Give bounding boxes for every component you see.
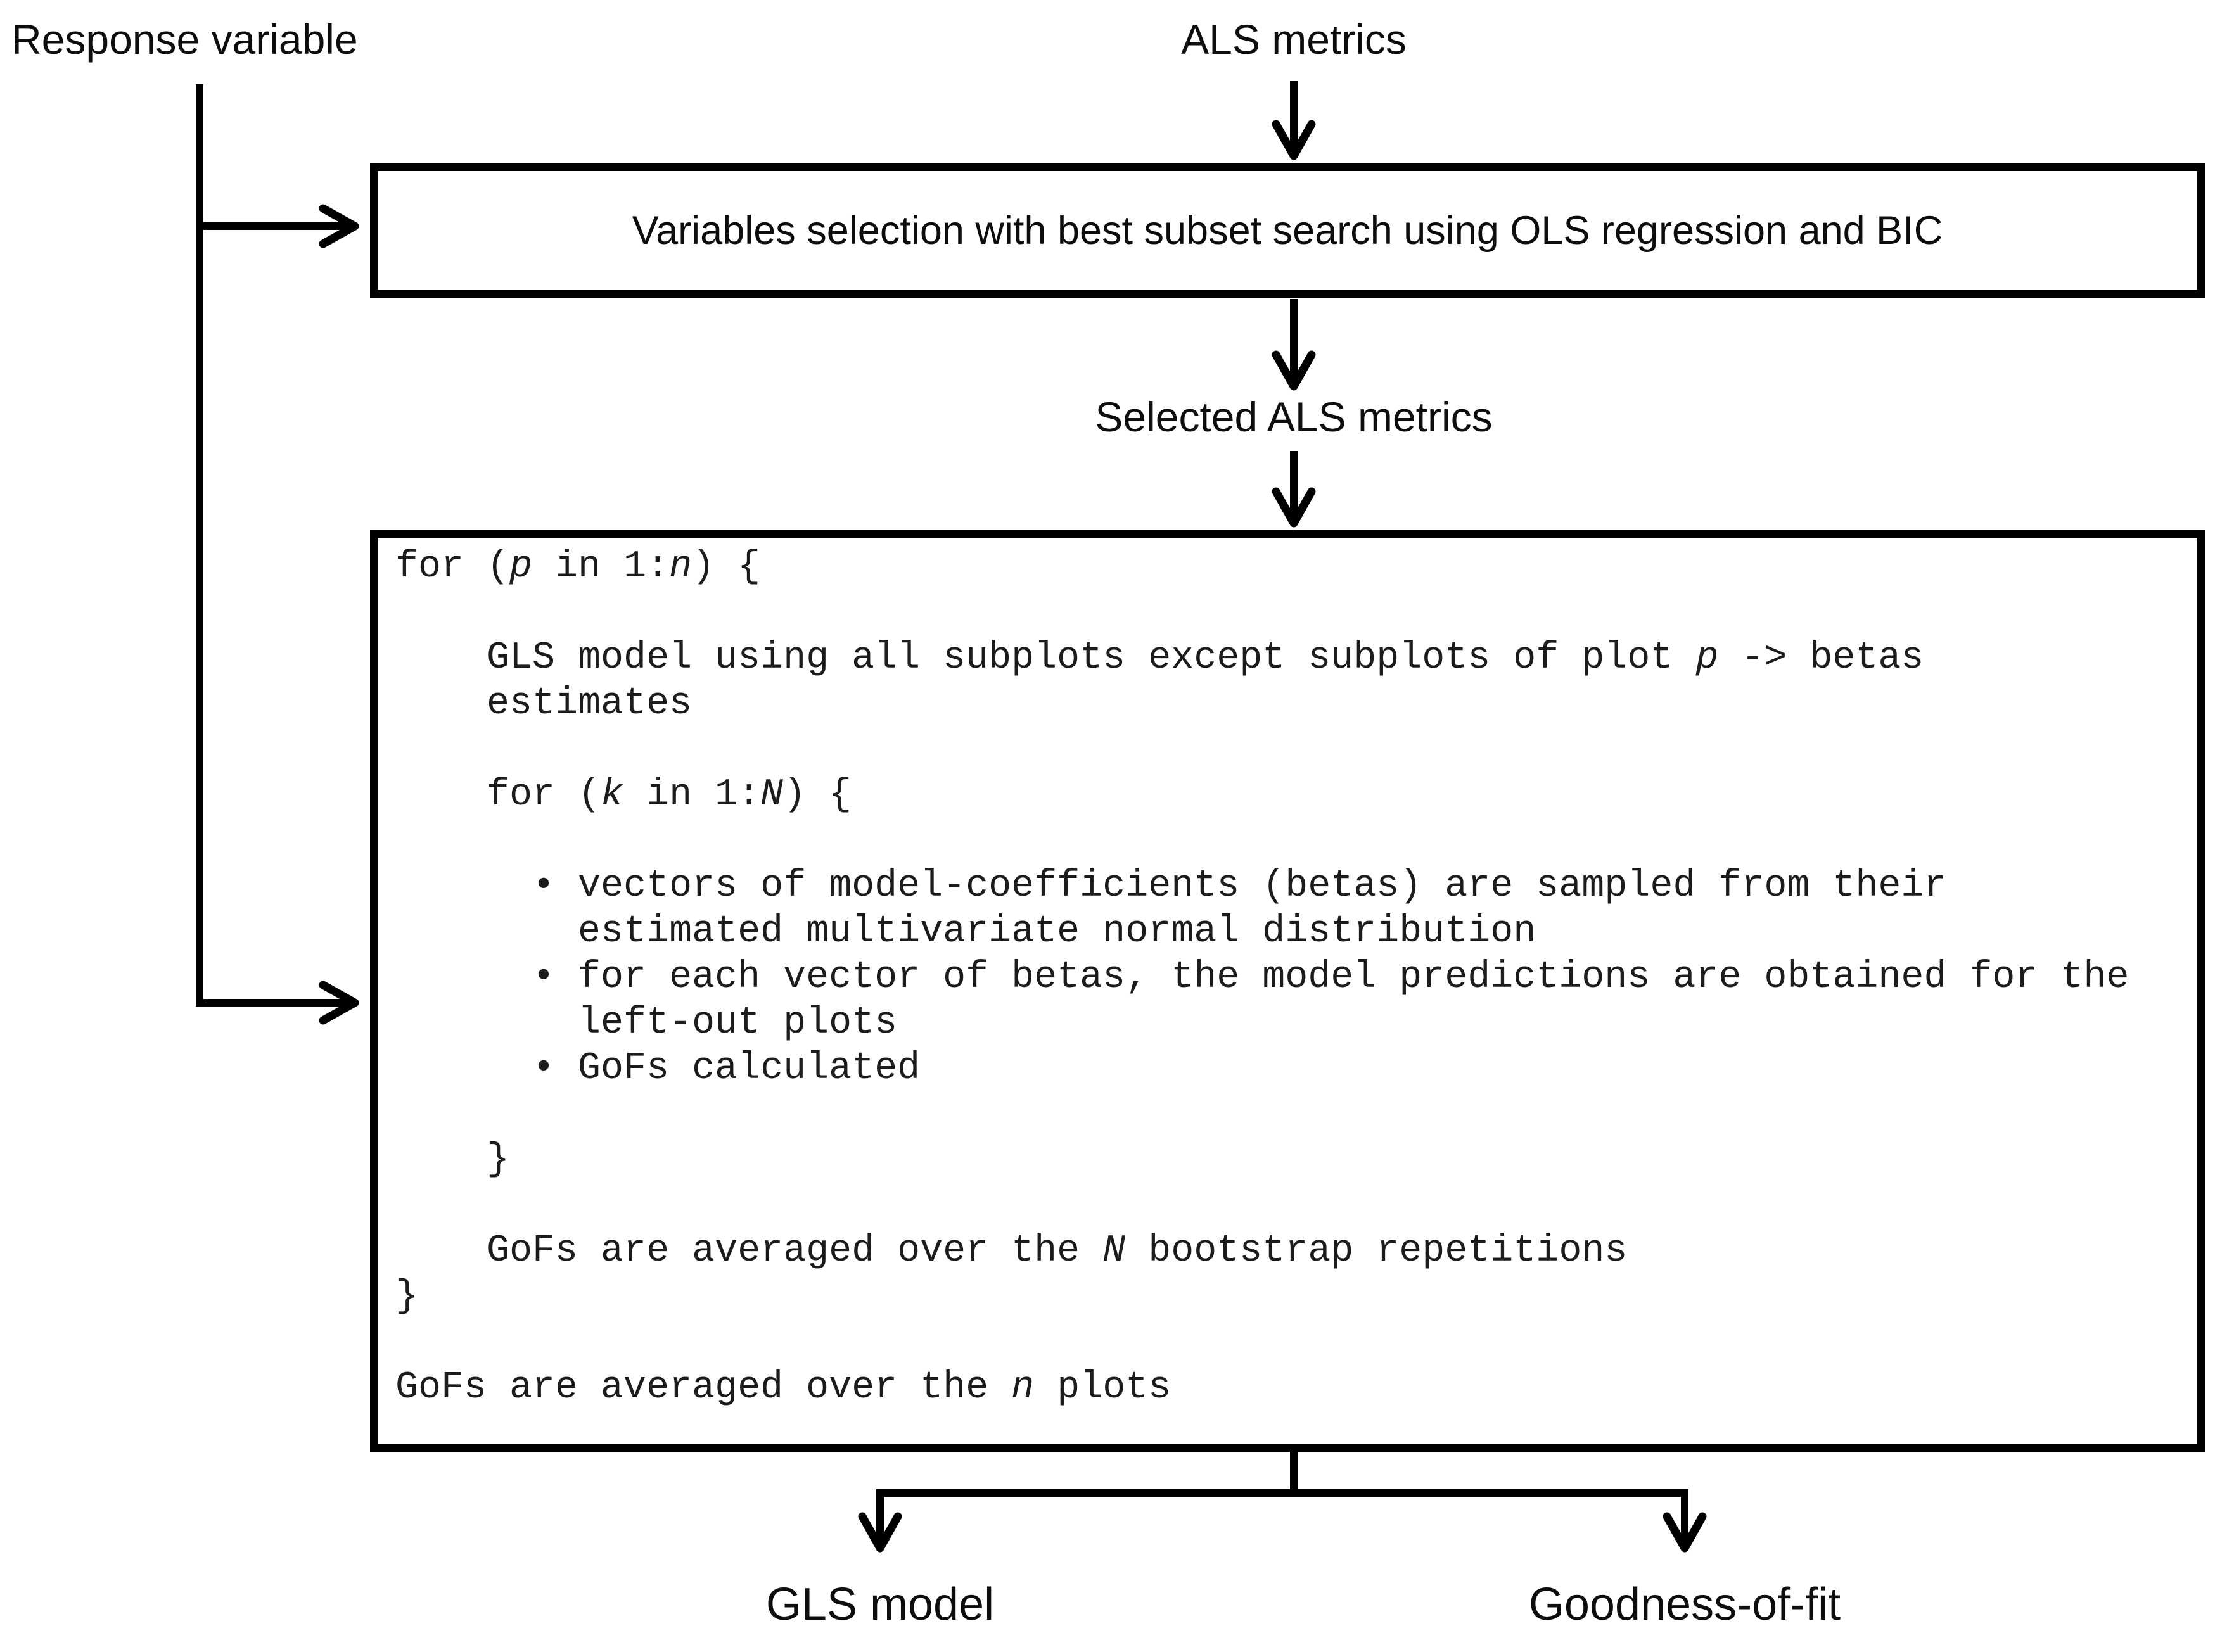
gls-model-label: GLS model <box>765 1579 995 1630</box>
code-line: GoFs are averaged over the N bootstrap r… <box>395 1229 1628 1273</box>
response-variable-line <box>196 84 359 1025</box>
goodness-of-fit-label: Goodness-of-fit <box>1528 1579 1841 1630</box>
code-line: • GoFs calculated <box>395 1047 921 1090</box>
code-line: } <box>395 1275 419 1318</box>
variable-selection-text: Variables selection with best subset sea… <box>632 208 1943 253</box>
code-line: for (p in 1:n) { <box>395 545 761 588</box>
code-line: GLS model using all subplots except subp… <box>395 637 1924 680</box>
code-line <box>395 1091 2197 1137</box>
code-line: estimates <box>395 682 693 725</box>
output-split-line <box>880 1452 1685 1497</box>
code-line <box>395 727 2197 772</box>
code-block: for (p in 1:n) { GLS model using all sub… <box>378 538 2197 1411</box>
response-variable-label: Response variable <box>11 16 358 63</box>
code-line: } <box>395 1138 510 1181</box>
code-line <box>395 818 2197 863</box>
code-line: • for each vector of betas, the model pr… <box>395 956 2129 999</box>
code-line: left-out plots <box>395 1001 898 1045</box>
code-line: • vectors of model-coefficients (betas) … <box>395 865 1947 908</box>
code-line <box>395 590 2197 635</box>
selected-als-metrics-label: Selected ALS metrics <box>1095 393 1493 440</box>
code-line: GoFs are averaged over the n plots <box>395 1366 1171 1409</box>
code-line <box>395 1319 2197 1365</box>
code-line: estimated multivariate normal distributi… <box>395 910 1536 953</box>
code-line: for (k in 1:N) { <box>395 773 852 816</box>
loop-pseudocode-box: for (p in 1:n) { GLS model using all sub… <box>370 530 2205 1452</box>
variable-selection-box: Variables selection with best subset sea… <box>370 163 2205 298</box>
als-metrics-label: ALS metrics <box>1181 16 1407 63</box>
code-line <box>395 1183 2197 1228</box>
